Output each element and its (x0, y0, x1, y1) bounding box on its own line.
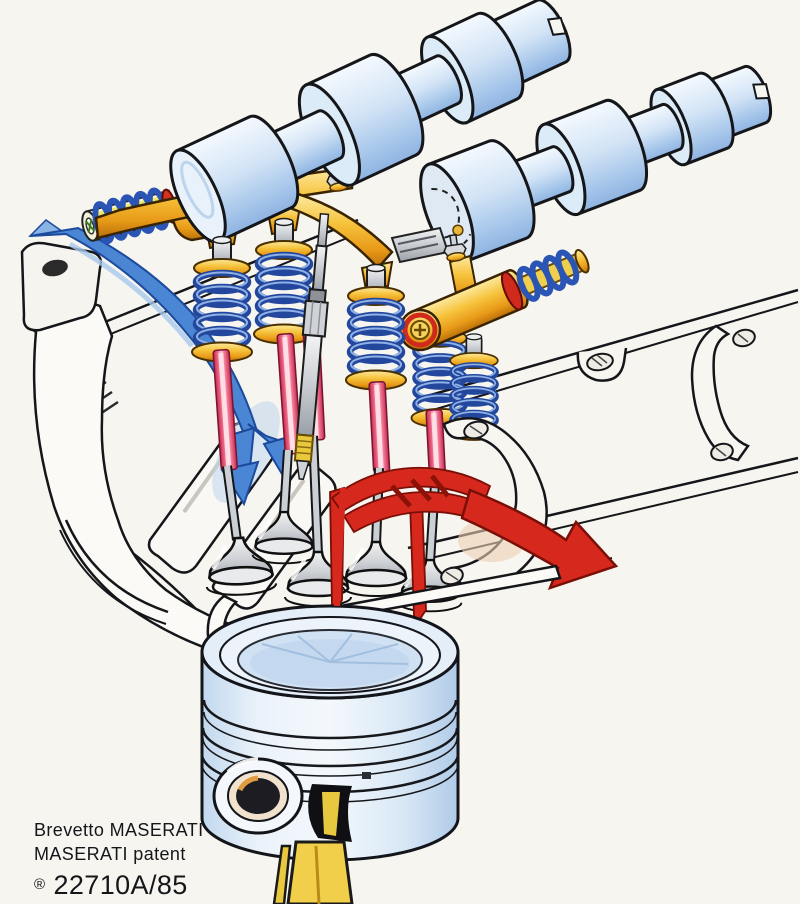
piston (200, 604, 460, 862)
spark-plug-tip (334, 487, 346, 607)
spark-plug (293, 212, 330, 481)
caption-patent-number: ® 22710A/85 (34, 868, 204, 902)
valvetrain (192, 212, 464, 614)
gasket-flange (690, 324, 756, 462)
connecting-rod (272, 840, 354, 904)
piston-pin-boss (212, 757, 304, 835)
head-corner-bracket (20, 241, 103, 332)
exhaust-flow-arrow (329, 466, 619, 624)
caption-line-english: MASERATI patent (34, 844, 186, 864)
intake-flow-arrow (28, 219, 294, 507)
caption: Brevetto MASERATI MASERATI patent ® 2271… (34, 818, 204, 902)
intake-camshaft (169, 0, 572, 244)
patent-number-text: 22710A/85 (53, 870, 188, 900)
valves (204, 435, 464, 614)
exhaust-camshaft (419, 64, 773, 264)
registered-trademark-icon: ® (34, 876, 46, 893)
exhaust-arrowhead (460, 488, 619, 591)
rocker-shaft-assembly-right (360, 226, 590, 352)
caption-line-italian: Brevetto MASERATI (34, 820, 204, 840)
bolt-hole (586, 352, 614, 372)
